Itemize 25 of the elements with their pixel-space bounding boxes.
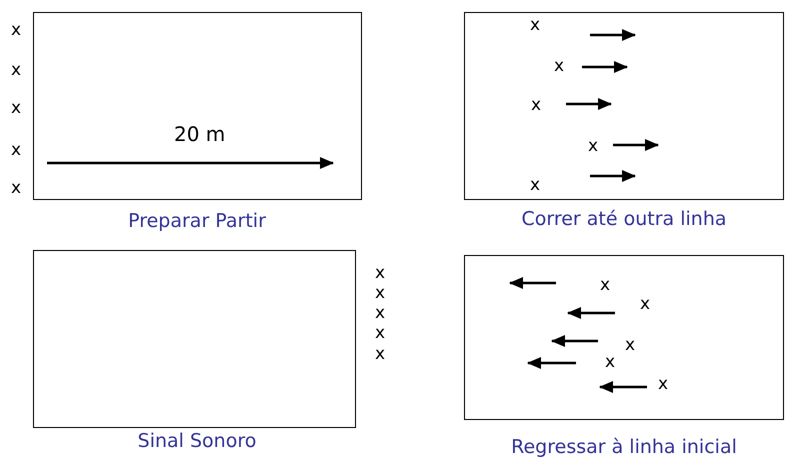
player-marker: x <box>11 22 22 39</box>
field-caption: Sinal Sonoro <box>138 430 256 452</box>
player-marker: x <box>530 17 540 34</box>
player-marker: x <box>375 305 386 322</box>
player-marker: x <box>11 100 22 117</box>
player-marker: x <box>375 285 386 302</box>
player-marker: x <box>625 337 636 354</box>
player-marker: x <box>375 346 386 363</box>
player-marker: x <box>531 97 542 114</box>
player-marker: x <box>11 180 22 197</box>
player-marker: x <box>640 296 650 313</box>
dimension-label: 20 m <box>174 126 226 143</box>
field-caption: Preparar Partir <box>128 210 266 232</box>
player-marker: x <box>658 376 668 393</box>
player-marker: x <box>11 62 22 79</box>
player-marker: x <box>554 58 564 75</box>
player-marker: x <box>375 325 386 342</box>
field-caption: Regressar à linha inicial <box>511 436 737 458</box>
field-caption: Correr até outra linha <box>521 208 727 230</box>
player-marker: x <box>375 265 386 282</box>
player-marker: x <box>600 277 610 294</box>
player-marker: x <box>605 354 616 371</box>
player-marker: x <box>530 177 540 194</box>
player-marker: x <box>11 142 22 159</box>
player-marker: x <box>588 138 598 155</box>
